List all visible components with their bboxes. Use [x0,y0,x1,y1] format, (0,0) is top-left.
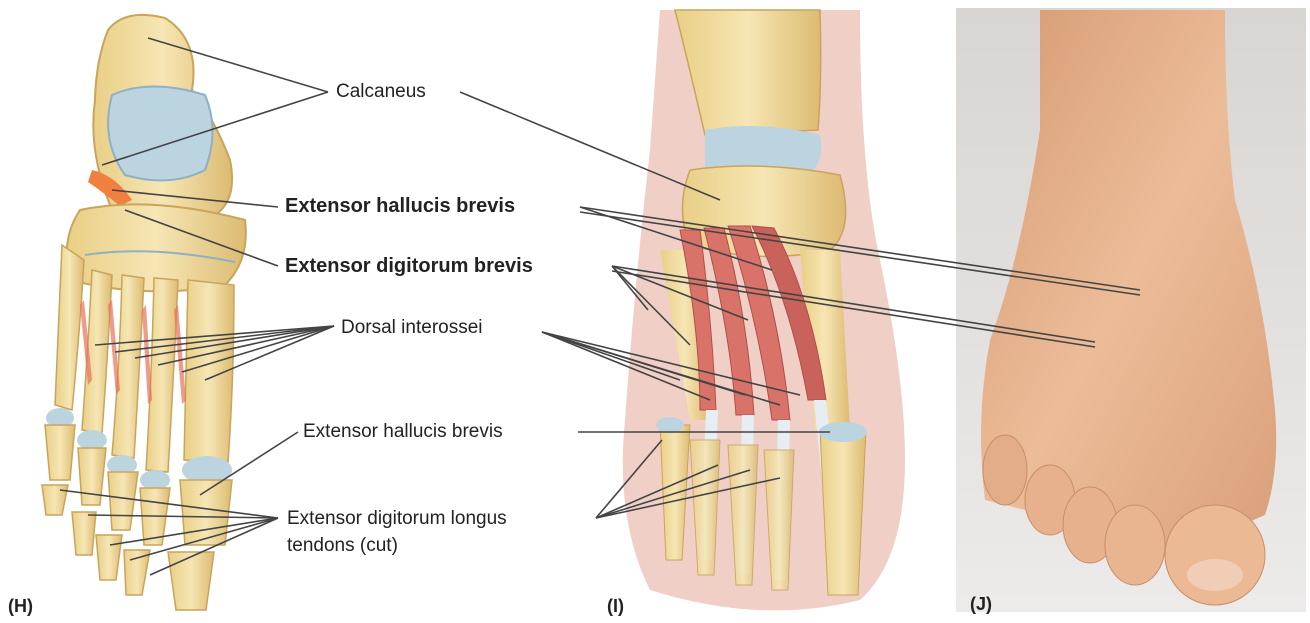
label-calcaneus: Calcaneus [336,82,426,101]
label-extensor-hallucis-brevis-mid: Extensor hallucis brevis [303,422,503,441]
label-extensor-digitorum-brevis: Extensor digitorum brevis [285,256,533,276]
label-extensor-digitorum-longus-line1: Extensor digitorum longus [287,509,507,528]
label-dorsal-interossei: Dorsal interossei [341,318,483,337]
panel-j-photo [956,8,1306,612]
panel-label-j: (J) [970,594,992,615]
label-extensor-digitorum-longus-line2: tendons (cut) [287,536,398,555]
panel-label-i: (I) [607,596,624,617]
panel-h-skeleton [42,15,246,610]
label-extensor-hallucis-brevis-top: Extensor hallucis brevis [285,196,515,216]
panel-label-h: (H) [8,596,33,617]
